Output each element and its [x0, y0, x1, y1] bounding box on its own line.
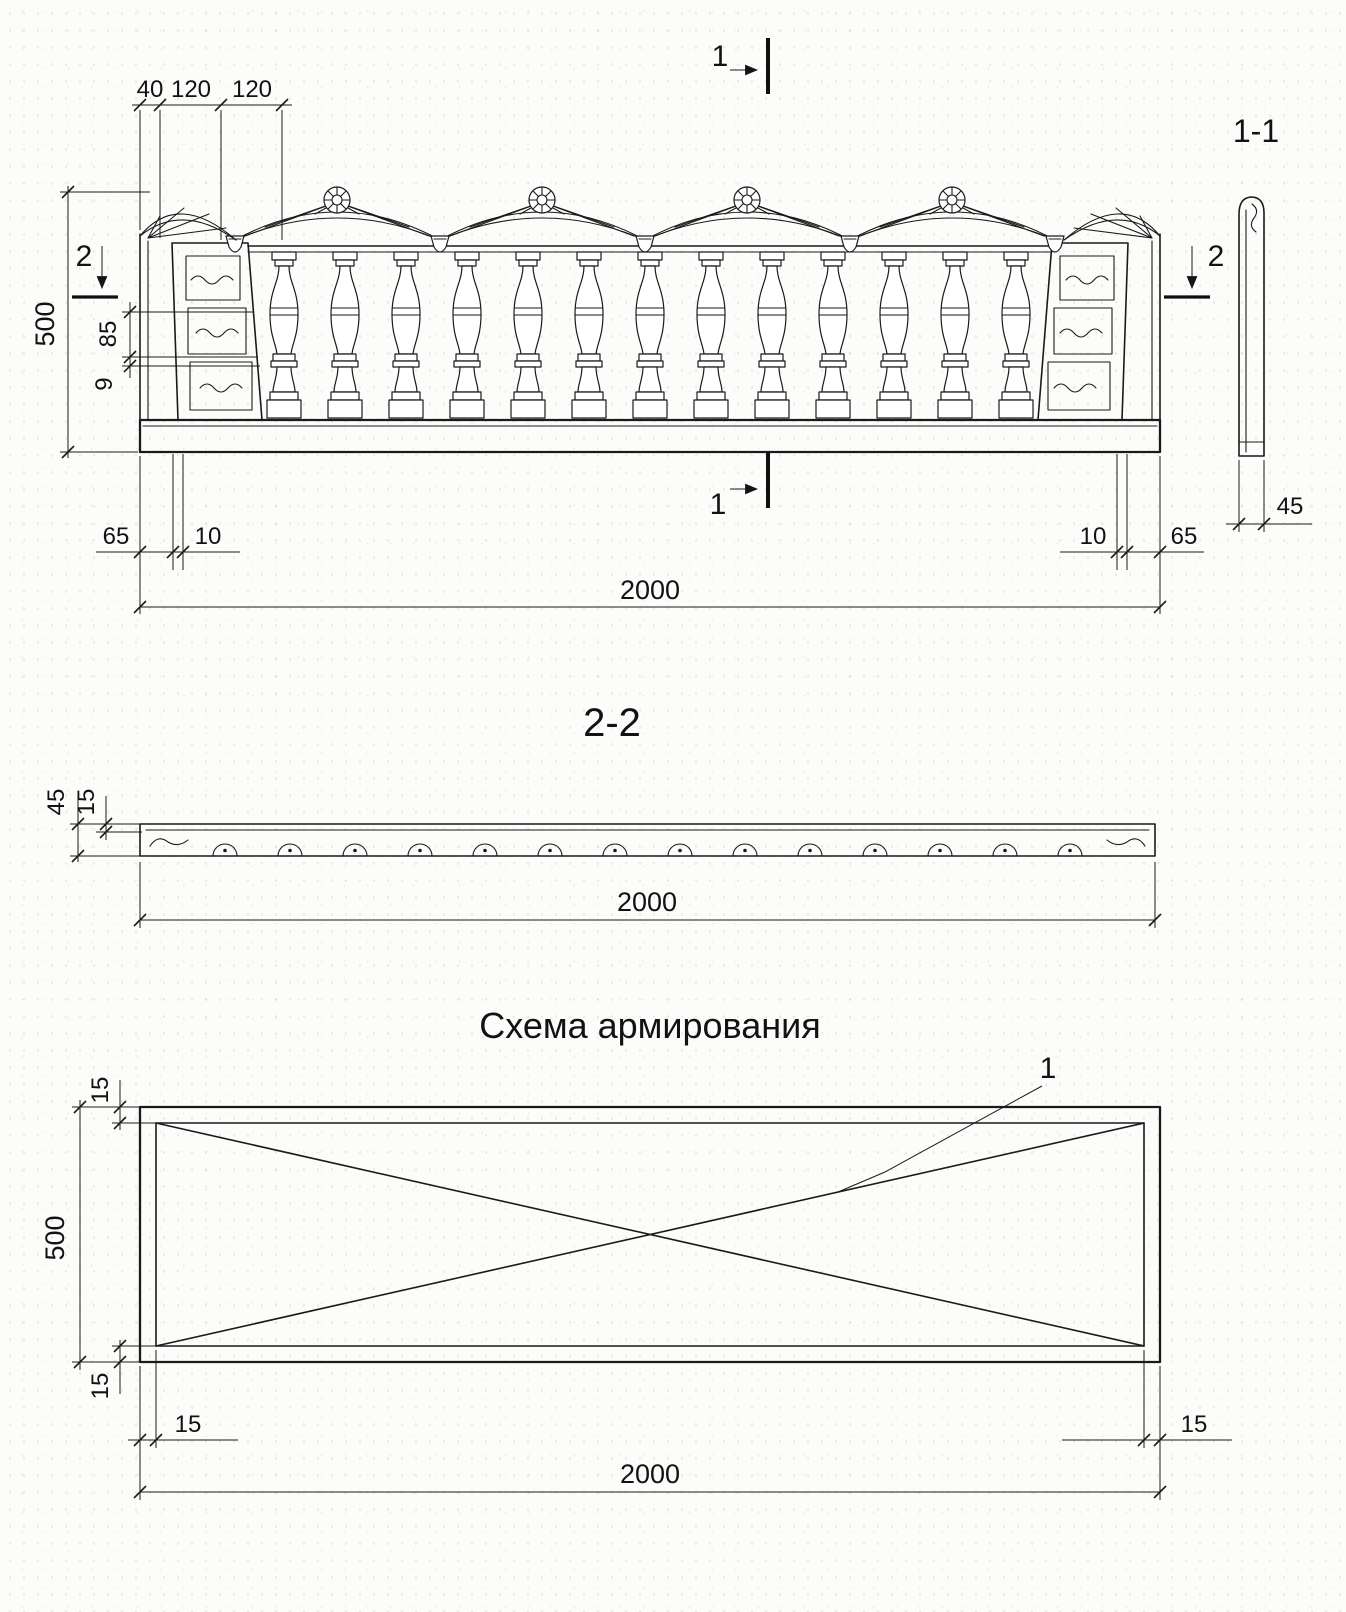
dim-9-label: 9 — [91, 377, 118, 390]
section-mark-2-right: 2 — [1164, 240, 1225, 299]
front-height-dim: 500 — [30, 185, 150, 459]
dim-10-right-label: 10 — [1080, 523, 1107, 550]
baluster — [632, 251, 668, 419]
garland-cup — [430, 235, 450, 253]
right-end-post — [1037, 242, 1129, 421]
baluster — [937, 251, 973, 419]
dim-15-bottom-label: 15 — [87, 1373, 114, 1400]
section-mark-1-bottom: 1 — [710, 452, 770, 521]
garland-cup — [1045, 235, 1065, 253]
dim-65-right-label: 65 — [1171, 523, 1198, 550]
section-mark-1-top-label: 1 — [712, 40, 729, 73]
rebar-leader: 1 — [837, 1052, 1057, 1193]
baluster — [998, 251, 1034, 419]
dim-85-label: 85 — [95, 321, 122, 348]
front-bottom-right-dims: 10 65 — [1060, 454, 1204, 570]
right-end-fan — [1063, 207, 1161, 241]
dim-120b-label: 120 — [232, 76, 272, 103]
rebar-frame — [155, 1122, 1145, 1347]
rebar-height-dim: 500 — [40, 1100, 142, 1370]
section-mark-2-right-label: 2 — [1208, 240, 1225, 273]
garland — [139, 186, 1161, 253]
garland-cup — [635, 235, 655, 253]
front-elevation: 1 1 2 2 40 12 — [30, 38, 1224, 614]
dim-500-label: 500 — [30, 301, 60, 346]
baluster — [510, 251, 546, 419]
strip-right-flourish — [1106, 838, 1146, 847]
dim-65-left-label: 65 — [103, 523, 130, 550]
baluster — [327, 251, 363, 419]
rail-section-strip — [139, 823, 1156, 857]
rebar-bottom-left-dim: 15 — [87, 1339, 158, 1400]
section-mark-2-left: 2 — [72, 240, 118, 299]
section-1-1-title: 1-1 — [1233, 113, 1279, 149]
section-2-2: 2-2 45 15 — [43, 701, 1162, 928]
base-rail — [138, 418, 1162, 454]
garland-cup — [225, 235, 245, 253]
dim-10-left-label: 10 — [195, 523, 222, 550]
section-mark-2-left-label: 2 — [76, 240, 93, 273]
strip-left-flourish — [149, 838, 189, 847]
baluster — [388, 251, 424, 419]
section-mark-1-top: 1 — [712, 38, 770, 94]
dim-2000-front-label: 2000 — [620, 575, 680, 605]
section-2-2-title: 2-2 — [583, 701, 641, 745]
dim-15-left-label: 15 — [175, 1411, 202, 1438]
baluster — [693, 251, 729, 419]
baluster — [571, 251, 607, 419]
dim-40-label: 40 — [137, 76, 164, 103]
front-width-dim: 2000 — [133, 456, 1167, 614]
front-bottom-left-dims: 65 10 — [96, 454, 240, 570]
dim-120a-label: 120 — [171, 76, 211, 103]
section-mark-1-bottom-label: 1 — [710, 488, 727, 521]
dim-2000-rebar-label: 2000 — [620, 1459, 680, 1489]
panel-outline — [138, 1105, 1162, 1364]
rebar-bottom-offset-dims: 15 15 — [128, 1350, 1232, 1448]
reinforcement-scheme: Схема армирования 1 15 500 15 — [40, 1005, 1232, 1500]
baluster — [449, 251, 485, 419]
dim-500-rebar-label: 500 — [40, 1215, 70, 1260]
section-1-1: 1-1 45 — [1226, 113, 1312, 532]
dim-15-top-label: 15 — [87, 1077, 114, 1104]
front-stone-dims: 85 9 — [91, 302, 260, 391]
rebar-mark-1-label: 1 — [1040, 1052, 1057, 1085]
dim-15-s22-label: 15 — [73, 789, 100, 816]
dim-45-s11-label: 45 — [1277, 493, 1304, 520]
baluster — [815, 251, 851, 419]
reinforcement-title: Схема армирования — [479, 1005, 821, 1046]
section-1-1-dim-45: 45 — [1226, 460, 1312, 532]
rebar-top-left-dim: 15 — [87, 1077, 158, 1130]
dim-15-right-label: 15 — [1181, 1411, 1208, 1438]
left-end-post — [171, 242, 263, 421]
section-2-2-width-dim: 2000 — [133, 862, 1162, 928]
rebar-diagonal — [155, 1122, 1145, 1347]
baluster — [754, 251, 790, 419]
post-profile — [1238, 196, 1265, 457]
baluster — [266, 251, 302, 419]
rebar-width-dim: 2000 — [133, 1366, 1167, 1500]
section-2-2-left-dims: 45 15 — [43, 789, 142, 863]
garland-cup — [840, 235, 860, 253]
balusters — [266, 251, 1034, 419]
left-end-fan — [139, 207, 237, 241]
rail-scallops — [212, 843, 1083, 857]
baluster — [876, 251, 912, 419]
front-top-dims: 40 120 120 — [132, 76, 292, 240]
dim-45-s22-label: 45 — [43, 789, 70, 816]
dim-2000-s22-label: 2000 — [617, 887, 677, 917]
